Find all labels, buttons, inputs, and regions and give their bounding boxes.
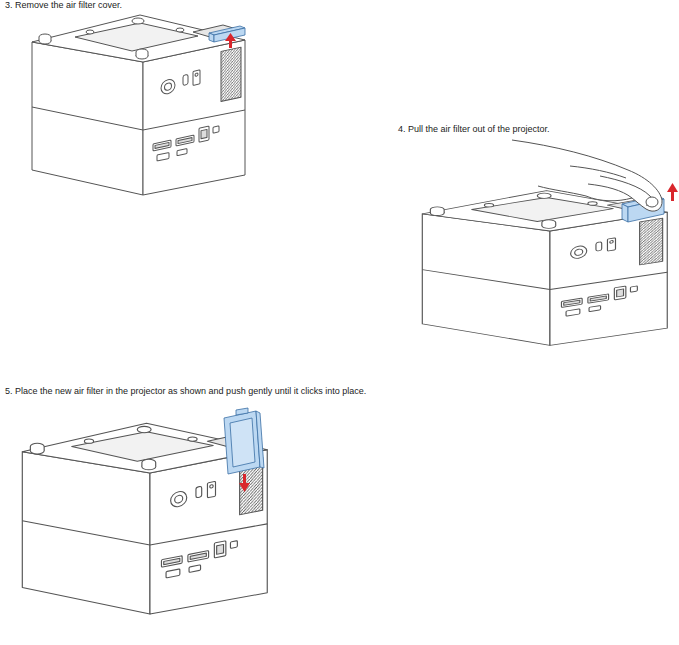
arrow-up xyxy=(225,33,236,48)
new-air-filter xyxy=(224,408,264,474)
step-instruction: 3. Remove the air filter cover. xyxy=(5,0,122,11)
step-instruction: 5. Place the new air filter in the proje… xyxy=(5,386,366,397)
arrow-down xyxy=(239,474,250,492)
projector-step-3 xyxy=(32,15,245,195)
hand xyxy=(512,140,662,211)
arrow-up xyxy=(667,183,678,201)
filter-cover xyxy=(209,26,245,42)
projector-step-5 xyxy=(22,408,267,614)
step-instruction: 4. Pull the air filter out of the projec… xyxy=(398,124,550,135)
projector-step-4 xyxy=(422,140,678,345)
